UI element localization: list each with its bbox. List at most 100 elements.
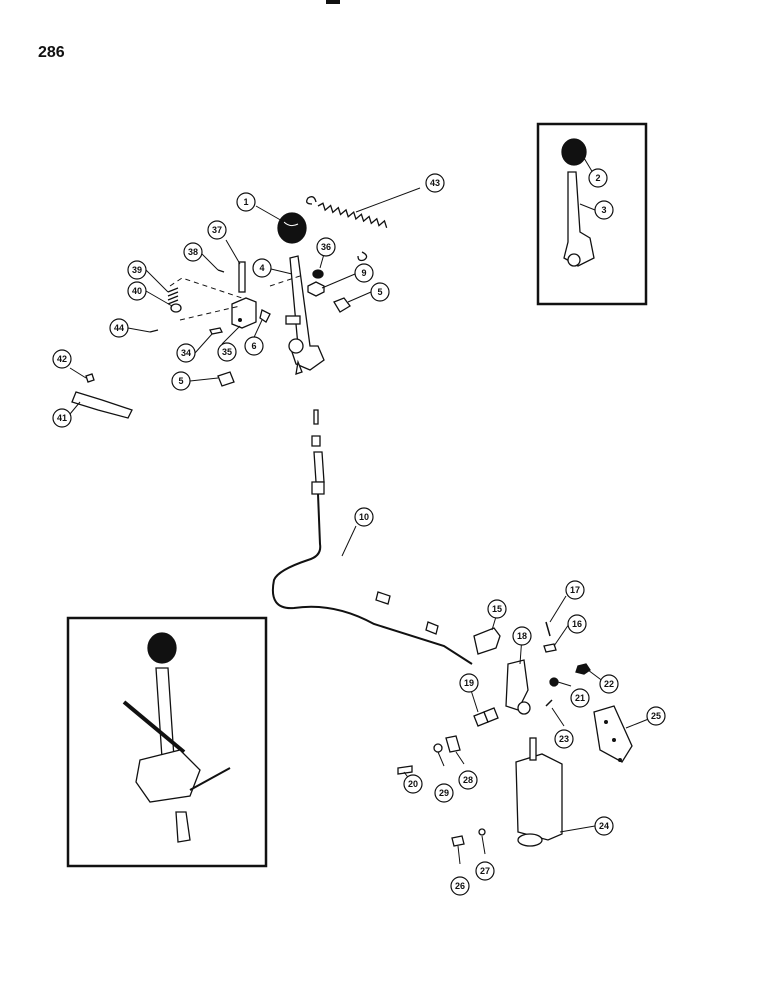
svg-text:5: 5 <box>377 287 382 297</box>
svg-text:36: 36 <box>321 242 331 252</box>
pin-16 <box>543 643 557 653</box>
svg-text:34: 34 <box>181 348 191 358</box>
callout-39: 39 <box>127 260 147 280</box>
inset-knob-2 <box>561 138 587 166</box>
callout-1: 1 <box>236 192 256 212</box>
callout-5-lower: 5 <box>171 371 191 391</box>
inset-housing <box>135 749 201 803</box>
svg-text:25: 25 <box>651 711 661 721</box>
inset-lever <box>155 667 175 759</box>
washer-21 <box>549 677 559 687</box>
callout-26: 26 <box>450 876 470 896</box>
bushing-28 <box>445 735 461 753</box>
valve-body-24 <box>515 737 563 847</box>
inset-frame-installed-assembly <box>66 616 268 868</box>
callout-35: 35 <box>217 342 237 362</box>
callout-21: 21 <box>570 688 590 708</box>
shift-knob <box>277 212 307 244</box>
assembly-line <box>169 275 301 321</box>
bolt-26 <box>451 835 465 847</box>
svg-text:9: 9 <box>361 268 366 278</box>
pin-17 <box>545 621 551 637</box>
callout-18: 18 <box>512 626 532 646</box>
svg-text:5: 5 <box>178 376 183 386</box>
callout-29: 29 <box>434 783 454 803</box>
callout-15: 15 <box>487 599 507 619</box>
bushings-19 <box>473 707 499 727</box>
callout-41: 41 <box>52 408 72 428</box>
callout-6: 6 <box>244 336 264 356</box>
svg-text:16: 16 <box>572 619 582 629</box>
svg-text:24: 24 <box>599 821 609 831</box>
callout-37: 37 <box>207 220 227 240</box>
svg-text:23: 23 <box>559 734 569 744</box>
callout-2: 2 <box>588 168 608 188</box>
top-edge-mark <box>326 0 340 4</box>
callout-10: 10 <box>354 507 374 527</box>
callout-19: 19 <box>459 673 479 693</box>
svg-text:10: 10 <box>359 512 369 522</box>
svg-text:38: 38 <box>188 247 198 257</box>
pin-23 <box>545 699 553 707</box>
callout-5-upper: 5 <box>370 282 390 302</box>
svg-text:17: 17 <box>570 585 580 595</box>
callout-20: 20 <box>403 774 423 794</box>
inset-knob <box>147 632 177 664</box>
pin-38 <box>217 269 225 273</box>
mounting-plate-25 <box>593 705 633 763</box>
svg-text:15: 15 <box>492 604 502 614</box>
inset-lever-hub <box>567 253 581 267</box>
svg-text:27: 27 <box>480 866 490 876</box>
callout-36: 36 <box>316 237 336 257</box>
callout-24: 24 <box>594 816 614 836</box>
washer-27 <box>478 828 486 836</box>
pin-37 <box>238 261 246 293</box>
bolt-34 <box>209 327 223 335</box>
shift-lever <box>285 255 325 375</box>
pin-44 <box>149 329 159 333</box>
callout-42: 42 <box>52 349 72 369</box>
spring-39 <box>167 287 179 305</box>
svg-text:44: 44 <box>114 323 124 333</box>
svg-text:43: 43 <box>430 178 440 188</box>
nut-9 <box>307 281 325 297</box>
svg-text:2: 2 <box>595 173 600 183</box>
svg-text:40: 40 <box>132 286 142 296</box>
pin-6 <box>259 309 271 323</box>
callout-43: 43 <box>425 173 445 193</box>
svg-text:39: 39 <box>132 265 142 275</box>
bushing-5-lower <box>217 371 235 387</box>
svg-text:41: 41 <box>57 413 67 423</box>
bracket-35 <box>231 297 257 329</box>
callout-9: 9 <box>354 263 374 283</box>
bushing-5-upper <box>333 297 351 313</box>
page-number: 286 <box>38 44 65 61</box>
shift-arm-18 <box>505 659 531 715</box>
svg-text:42: 42 <box>57 354 67 364</box>
nut-22 <box>575 663 591 675</box>
svg-text:35: 35 <box>222 347 232 357</box>
svg-text:18: 18 <box>517 631 527 641</box>
svg-text:4: 4 <box>259 263 264 273</box>
control-cable <box>272 409 473 665</box>
bolt-20 <box>397 765 413 775</box>
washer-29 <box>433 743 443 753</box>
svg-text:26: 26 <box>455 881 465 891</box>
callout-28: 28 <box>458 770 478 790</box>
inset-spring <box>122 700 186 754</box>
svg-text:21: 21 <box>575 693 585 703</box>
callout-34: 34 <box>176 343 196 363</box>
svg-text:6: 6 <box>251 341 256 351</box>
plate-41 <box>71 391 133 419</box>
inset-cable-end <box>175 811 191 843</box>
callout-44: 44 <box>109 318 129 338</box>
clevis-15 <box>473 627 501 655</box>
callout-22: 22 <box>599 674 619 694</box>
callout-17: 17 <box>565 580 585 600</box>
return-spring <box>306 196 388 262</box>
callout-27: 27 <box>475 861 495 881</box>
callout-25: 25 <box>646 706 666 726</box>
callout-16: 16 <box>567 614 587 634</box>
